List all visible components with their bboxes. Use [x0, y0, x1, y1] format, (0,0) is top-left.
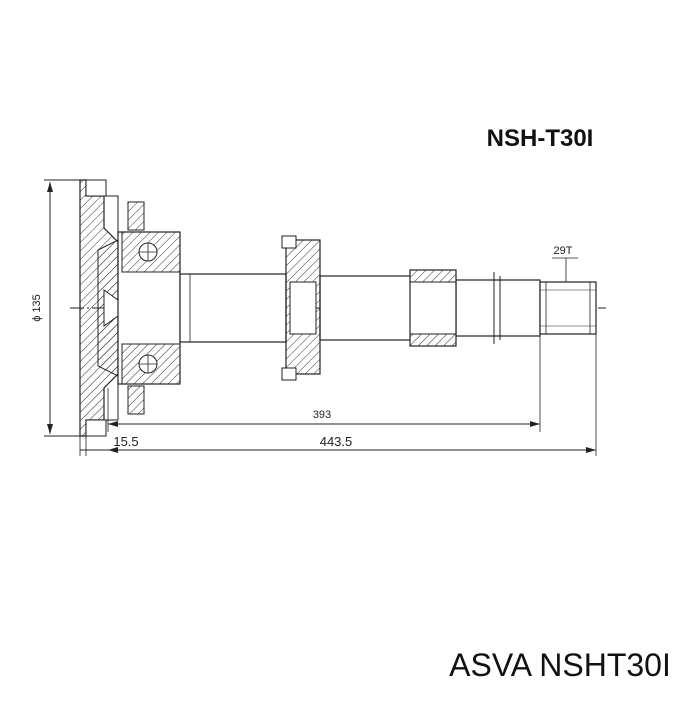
diameter-label: ϕ 135	[31, 294, 43, 322]
flange	[79, 179, 119, 437]
dimension-443-5-label: 443.5	[320, 434, 353, 449]
intermediate-spline	[409, 269, 457, 347]
diameter-dimension: ϕ 135	[31, 179, 80, 437]
dimension-443-5: 15.5 443.5	[79, 334, 597, 456]
brand-part-footer: ASVA NSHT30I	[449, 647, 671, 683]
center-support-bearing	[281, 235, 321, 381]
shaft	[179, 272, 541, 344]
part-number-title: NSH-T30I	[487, 125, 594, 152]
spline-end: 29T	[539, 245, 597, 335]
dimension-393: 393	[107, 334, 541, 432]
spline-count-label: 29T	[554, 245, 573, 257]
dimension-15-5-label: 15.5	[113, 434, 138, 449]
dimension-393-label: 393	[313, 409, 331, 421]
bearing-housing	[117, 201, 181, 415]
